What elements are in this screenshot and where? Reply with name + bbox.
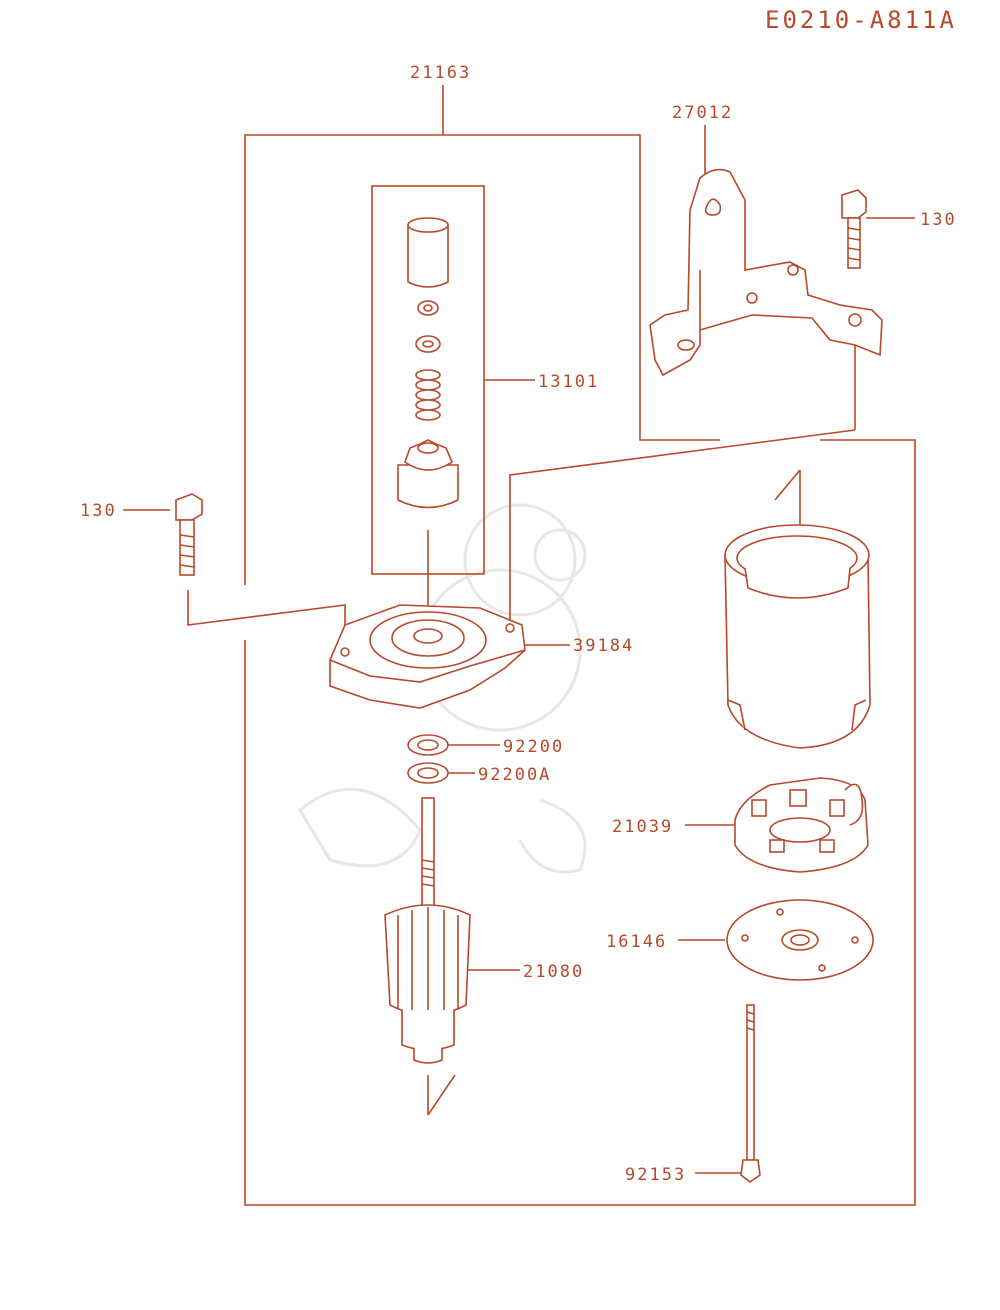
label-92200a[interactable]: 92200A — [478, 765, 551, 785]
label-21039[interactable]: 21039 — [612, 817, 673, 837]
label-92153[interactable]: 92153 — [625, 1165, 686, 1185]
pinion-set-13101[interactable] — [397, 217, 459, 509]
label-21080[interactable]: 21080 — [523, 962, 584, 982]
end-cover-39184[interactable] — [329, 604, 526, 709]
label-21163[interactable]: 21163 — [410, 63, 471, 83]
plate-16146[interactable] — [726, 899, 874, 981]
yoke[interactable] — [724, 524, 871, 749]
armature-21080[interactable] — [384, 797, 471, 1064]
washer-92200[interactable] — [407, 734, 449, 756]
through-bolt-92153[interactable] — [740, 1004, 761, 1183]
label-27012[interactable]: 27012 — [672, 103, 733, 123]
label-130-left[interactable]: 130 — [80, 501, 117, 521]
label-39184[interactable]: 39184 — [573, 636, 634, 656]
bracket-27012[interactable] — [649, 168, 883, 377]
diagram-id: E0210-A811A — [765, 6, 957, 34]
label-92200[interactable]: 92200 — [503, 737, 564, 757]
label-13101[interactable]: 13101 — [538, 372, 599, 392]
washer-92200a[interactable] — [407, 762, 449, 784]
bolt-130-right[interactable] — [841, 189, 867, 269]
watermark — [298, 503, 587, 874]
label-130-right[interactable]: 130 — [920, 210, 957, 230]
brush-holder-21039[interactable] — [734, 777, 869, 873]
labels: 21163 27012 130 13101 130 39184 92200 92… — [80, 63, 957, 1185]
label-16146[interactable]: 16146 — [606, 932, 667, 952]
frame-lines — [123, 85, 916, 1206]
bolt-130-left[interactable] — [175, 493, 203, 576]
